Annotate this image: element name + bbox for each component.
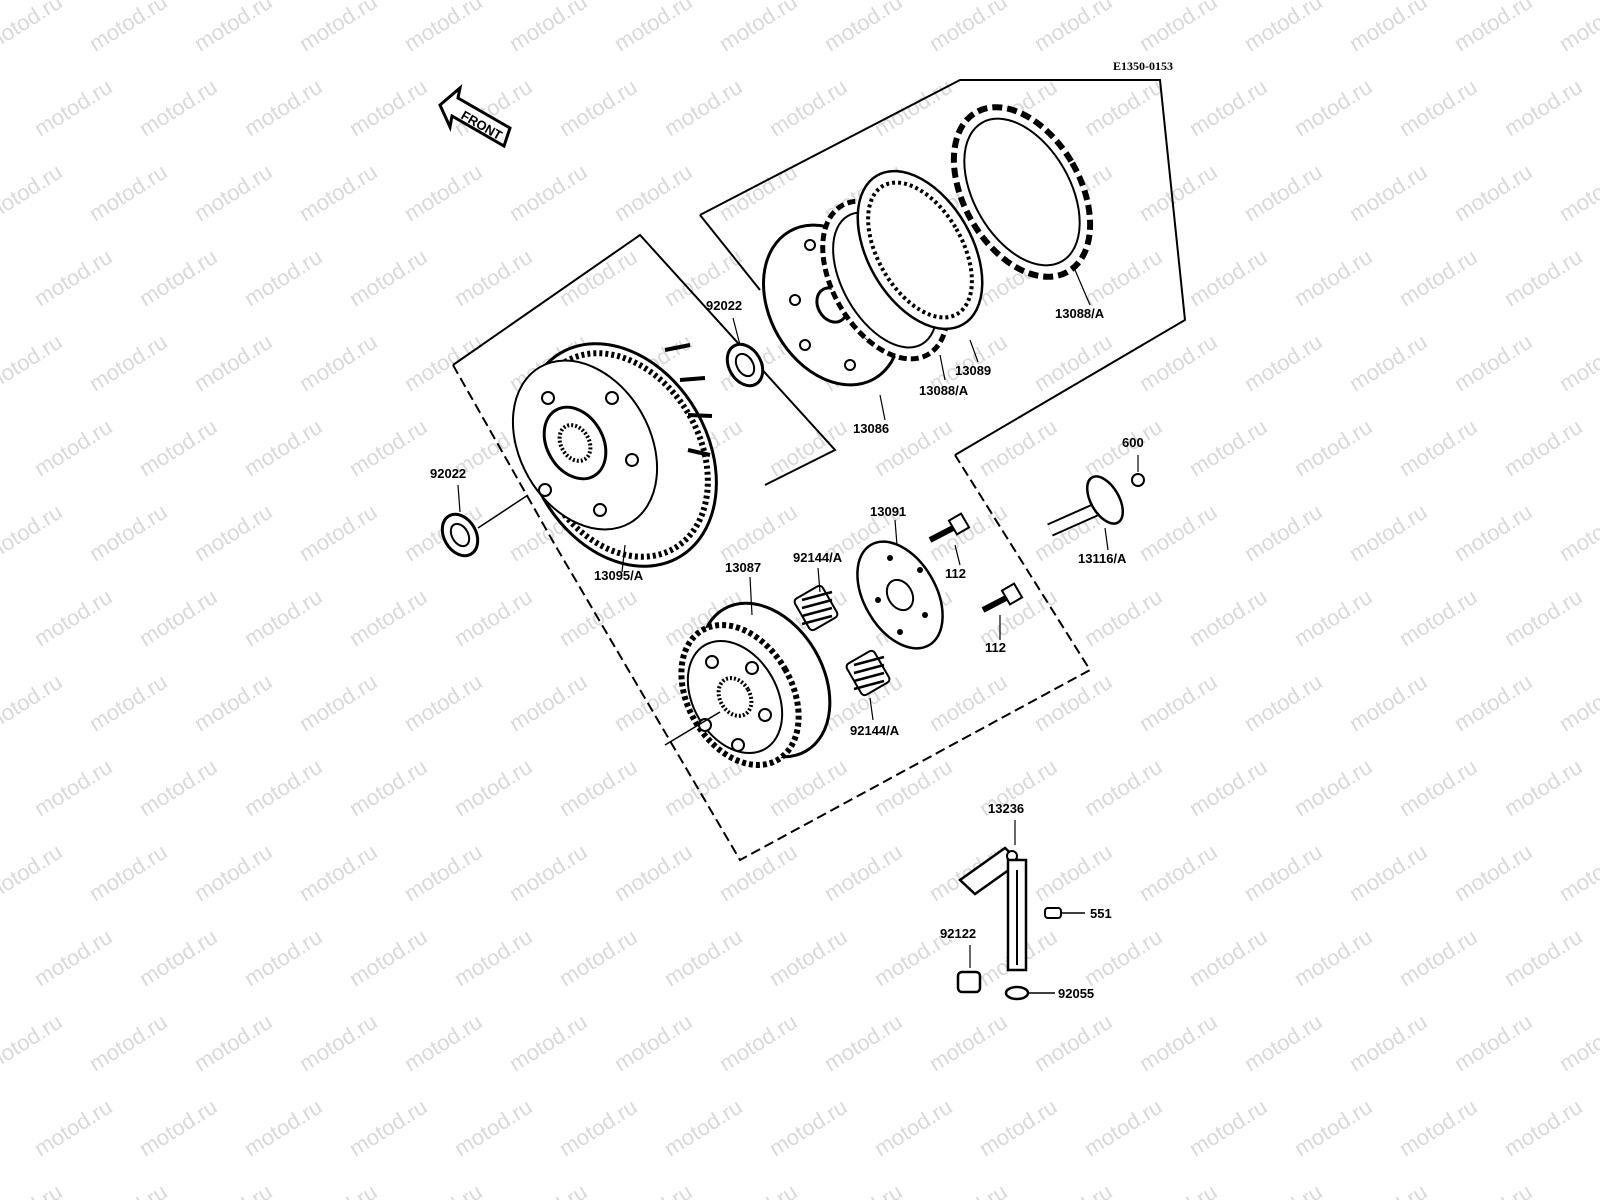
bolt-bottom: [981, 582, 1024, 613]
label-92022-left: 92022: [430, 466, 466, 481]
oil-seal: [956, 970, 982, 994]
clutch-hub-frame: [452, 364, 1092, 862]
label-13089: 13089: [955, 363, 991, 378]
spring-plate: [856, 540, 944, 650]
label-551: 551: [1090, 906, 1112, 921]
diagram-ref-code: E1350-0153: [1113, 59, 1173, 73]
label-92122: 92122: [940, 926, 976, 941]
front-arrow-icon: FRONT: [438, 84, 512, 149]
label-92022-top: 92022: [706, 298, 742, 313]
clutch-housing-frame: [452, 233, 837, 486]
bolt-top: [928, 512, 971, 543]
label-112-top: 112: [945, 566, 966, 581]
label-92055: 92055: [1058, 986, 1094, 1001]
plate-frame-edge: [699, 214, 761, 291]
thrust-washer-top: [725, 342, 765, 388]
steel-ball: [1131, 473, 1145, 487]
plate-frame: [699, 79, 1187, 456]
label-13116: 13116/A: [1078, 551, 1127, 566]
pin: [1044, 907, 1085, 919]
label-600: 600: [1122, 435, 1144, 450]
thrust-washer-left: [440, 494, 529, 558]
label-13236: 13236: [988, 801, 1024, 816]
o-ring: [1004, 985, 1055, 1001]
release-shaft: [958, 846, 1028, 972]
clutch-hub: [664, 601, 832, 768]
clutch-spring-top: [793, 584, 839, 632]
assembly-frames: [452, 79, 1187, 862]
label-92144-bottom: 92144/A: [850, 723, 900, 738]
friction-plate-right: [950, 104, 1094, 280]
label-13087: 13087: [725, 560, 761, 575]
label-13088-right: 13088/A: [1055, 306, 1105, 321]
label-13091: 13091: [870, 504, 906, 519]
label-92144-top: 92144/A: [793, 550, 843, 565]
push-rod: [1047, 475, 1125, 537]
steel-plate: [856, 169, 984, 331]
label-112-bottom: 112: [985, 640, 1006, 655]
clutch-housing: [511, 342, 718, 568]
label-13088-mid: 13088/A: [919, 383, 969, 398]
label-13086: 13086: [853, 421, 889, 436]
leader-lines: [457, 269, 1139, 968]
label-13095: 13095/A: [594, 568, 644, 583]
clutch-spring-bottom: [845, 649, 891, 697]
part-labels: 92022 92022 13095/A 13086 13088/A 13089 …: [430, 298, 1144, 1001]
